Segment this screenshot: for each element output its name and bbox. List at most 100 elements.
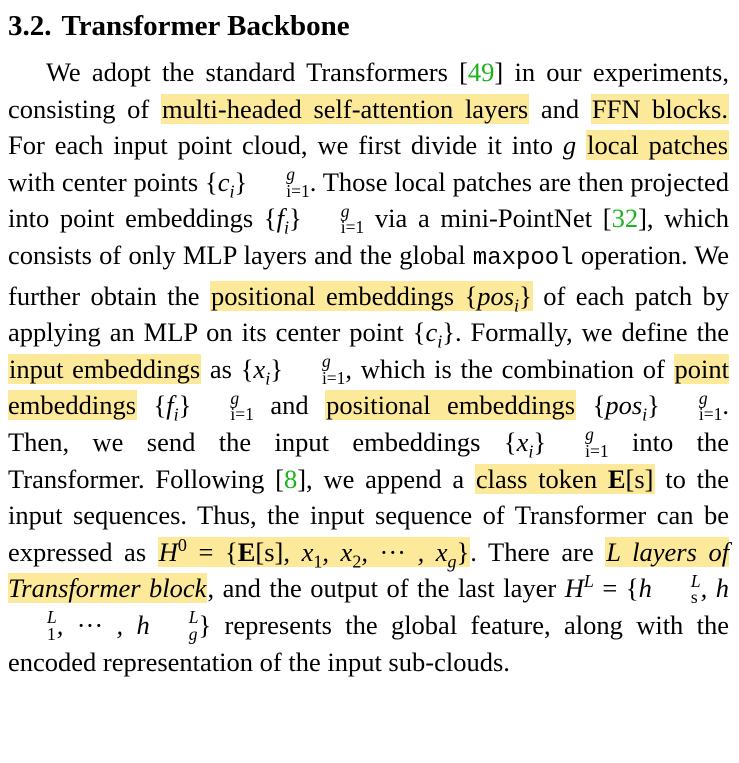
math-brace: { [412, 317, 426, 348]
math-dots: ··· [76, 609, 104, 640]
citation-link[interactable]: 49 [467, 57, 495, 87]
math-brace: } [288, 203, 302, 234]
math-var: x [253, 353, 266, 384]
highlight: positional embeddings [325, 390, 577, 421]
math-sub: i [528, 441, 534, 462]
text-span: We adopt the standard Transformers [ [46, 57, 468, 87]
math-var: H [564, 573, 584, 604]
math-brace: { [240, 353, 254, 384]
text-span: ], we append a [297, 463, 475, 494]
math-sub: i [437, 331, 443, 352]
math-brace: { [153, 390, 167, 421]
math-var: f [166, 390, 174, 421]
math-sub: g [188, 624, 198, 645]
text-span: . Then, we send the input embeddings [8, 390, 729, 457]
math-var: h [136, 609, 150, 640]
math-brace: { [263, 203, 277, 234]
highlight: FFN blocks. [590, 93, 729, 124]
math-var: pos [605, 390, 643, 421]
math-token: [s] [255, 536, 284, 567]
math-sup: 0 [177, 534, 187, 555]
math-var: f [276, 203, 284, 234]
text-span: operation. We further obtain the [8, 239, 730, 311]
highlight-equation: H0 = {E[s], x1, x2, ··· , xg} [157, 534, 471, 572]
text-span: ments, consisting of [8, 57, 729, 124]
math-sup: g [286, 164, 296, 185]
math-set-posi: {posi} [464, 280, 532, 314]
highlight: input embeddings [8, 353, 202, 384]
text-span: . There are [470, 536, 606, 567]
text-span: represents the global feature, along wit… [8, 609, 730, 677]
math-bold-E: E [607, 463, 626, 494]
math-brace: { [503, 426, 517, 457]
math-brace: } [647, 390, 660, 421]
math-var: g [562, 130, 577, 161]
math-sup: g [698, 387, 708, 408]
math-brace: } [519, 280, 532, 311]
math-sub: g [447, 551, 457, 572]
section-number: 3.2. [8, 10, 52, 42]
math-sub: 1 [313, 551, 323, 572]
citation-link[interactable]: 8 [283, 463, 298, 494]
math-var: x [435, 536, 448, 567]
highlight-text: class token [475, 463, 598, 494]
math-sub: i [642, 404, 648, 425]
math-sub: i [265, 368, 271, 389]
highlight: local patches [586, 130, 730, 161]
text-span: with center points [8, 166, 206, 197]
text-span: via a mini-PointNet [ [364, 203, 612, 234]
text-span: as [201, 353, 241, 384]
math-var: x [340, 536, 353, 567]
math-sup: L [690, 570, 701, 591]
math-var: c [425, 317, 438, 348]
math-sub: s [690, 587, 698, 608]
math-sub: i=1 [321, 367, 346, 388]
math-sup: g [340, 200, 350, 221]
math-sub: i=1 [340, 217, 365, 238]
text-span: ] in our experi­ [494, 57, 660, 87]
text-span: and [253, 390, 326, 421]
math-var: H [158, 536, 178, 567]
math-sup: L [188, 607, 199, 628]
math-var: h [638, 573, 652, 604]
math-sub: i [229, 181, 235, 202]
text-span: of each patch by applying an MLP on its … [8, 280, 730, 348]
math-sub: 2 [352, 551, 362, 572]
highlight: positional embeddings {posi} [210, 280, 533, 314]
math-sup: L [47, 607, 57, 628]
math-sub: i=1 [230, 404, 254, 425]
highlight-text: L layers of Transformer block [8, 536, 730, 604]
math-brace: } [198, 609, 212, 640]
math-brace: { [464, 280, 478, 311]
highlight: multi-headed self-attention layers [160, 93, 530, 124]
math-var: x [516, 426, 529, 457]
text-span: ], which consists of only MLP layers and… [8, 203, 729, 270]
citation-link[interactable]: 32 [611, 203, 639, 234]
text-span: into the Transformer. Following [ [8, 426, 729, 494]
code-term: maxpool [472, 244, 574, 272]
math-brace: { [205, 166, 218, 197]
math-brace: { [625, 573, 639, 604]
math-sub: i=1 [585, 441, 609, 462]
text-span: and [529, 93, 591, 124]
paper-page: 3.2.Transformer Backbone We adopt the st… [8, 10, 730, 677]
math-sub: i=1 [286, 180, 310, 201]
math-brace: { [224, 536, 238, 567]
text-span: , and the output of the last layer [207, 573, 565, 604]
math-sub: i [173, 404, 179, 425]
math-dots: ··· [379, 536, 407, 567]
math-var: pos [477, 280, 515, 311]
